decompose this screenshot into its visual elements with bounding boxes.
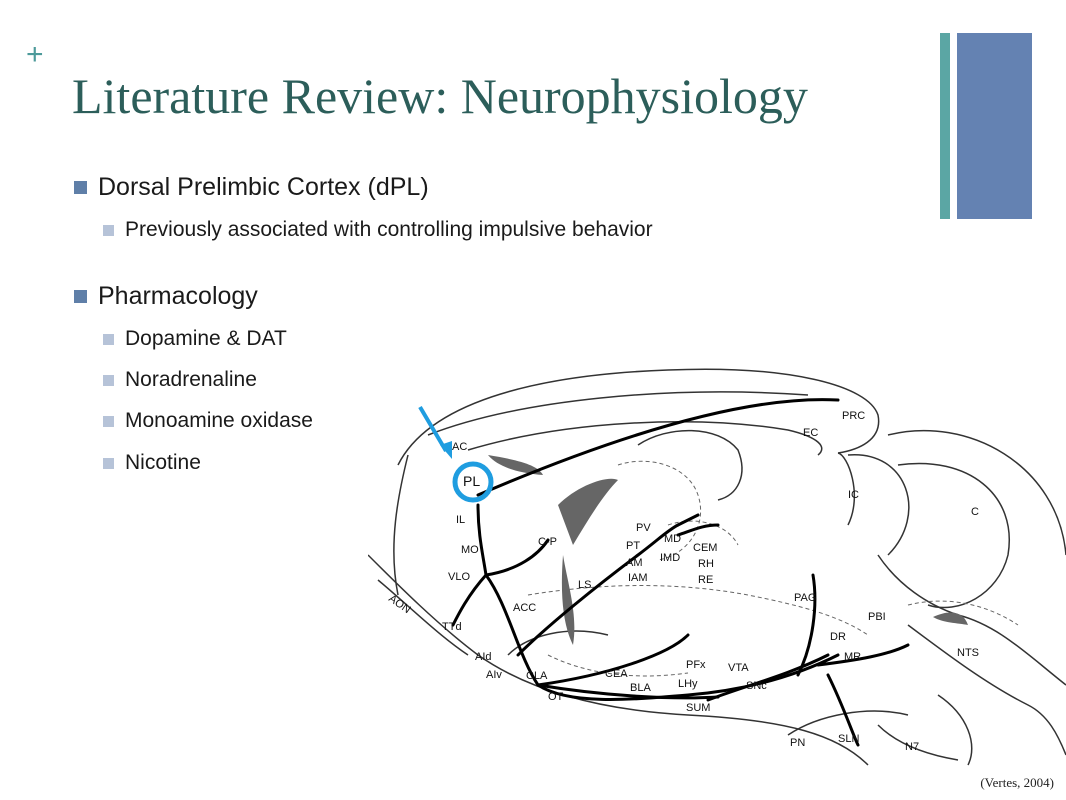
label-cea: CEA bbox=[605, 668, 628, 680]
label-imd: IMD bbox=[660, 552, 680, 564]
label-mo: MO bbox=[461, 544, 479, 556]
sub-bullet-label: Noradrenaline bbox=[125, 368, 257, 391]
sub-bullet: Noradrenaline bbox=[103, 367, 257, 393]
pl-arrow-head-icon bbox=[440, 441, 452, 459]
label-sum: SUM bbox=[686, 702, 710, 714]
label-vta: VTA bbox=[728, 662, 749, 674]
label-aiv: AIv bbox=[486, 669, 502, 681]
bullet-label: Pharmacology bbox=[98, 282, 258, 310]
label-dr: DR bbox=[830, 631, 846, 643]
label-bla: BLA bbox=[630, 682, 651, 694]
sub-bullet-label: Dopamine & DAT bbox=[125, 327, 287, 350]
label-cp: C-P bbox=[538, 536, 557, 548]
label-re: RE bbox=[698, 574, 713, 586]
slide-plus-mark: + bbox=[26, 38, 44, 71]
label-acc: ACC bbox=[513, 602, 536, 614]
slide-title: Literature Review: Neurophysiology bbox=[72, 68, 808, 124]
label-iam: IAM bbox=[628, 572, 648, 584]
label-sln: SLN bbox=[838, 733, 859, 745]
label-pt: PT bbox=[626, 540, 640, 552]
sub-bullet-label: Monoamine oxidase bbox=[125, 409, 313, 432]
sub-bullet: Previously associated with controlling i… bbox=[103, 217, 653, 243]
sub-bullet-square-icon bbox=[103, 458, 114, 469]
label-rh: RH bbox=[698, 558, 714, 570]
bullet-pharmacology: Pharmacology bbox=[74, 281, 258, 311]
label-il: IL bbox=[456, 514, 465, 526]
accent-bar-blue bbox=[957, 33, 1032, 219]
sub-bullet-square-icon bbox=[103, 225, 114, 236]
label-pv: PV bbox=[636, 522, 651, 534]
bullet-label: Dorsal Prelimbic Cortex (dPL) bbox=[98, 173, 429, 201]
label-prc: PRC bbox=[842, 410, 865, 422]
sub-bullet-label: Nicotine bbox=[125, 451, 201, 474]
sub-bullet-square-icon bbox=[103, 334, 114, 345]
label-ac: AC bbox=[452, 441, 467, 453]
label-ec: EC bbox=[803, 427, 818, 439]
label-ls: LS bbox=[578, 579, 591, 591]
label-snc: SNc bbox=[746, 680, 767, 692]
ventricle-shading bbox=[488, 455, 968, 645]
pl-arrow-icon bbox=[418, 405, 448, 453]
accent-bar-teal bbox=[940, 33, 950, 219]
label-ttd: TTd bbox=[442, 621, 462, 633]
citation: (Vertes, 2004) bbox=[980, 775, 1054, 790]
pl-highlight-circle bbox=[452, 461, 494, 503]
label-pn: PN bbox=[790, 737, 805, 749]
label-aid: AId bbox=[475, 651, 492, 663]
bullet-square-icon bbox=[74, 290, 87, 303]
label-lhy: LHy bbox=[678, 678, 698, 690]
brain-outline bbox=[368, 368, 1066, 766]
label-md: MD bbox=[664, 533, 681, 545]
sub-bullet: Nicotine bbox=[103, 450, 201, 476]
sub-bullet-label: Previously associated with controlling i… bbox=[125, 218, 653, 241]
region-labels: PL AC IL MO VLO AON TTd C-P LS ACC AId A… bbox=[386, 410, 979, 753]
label-mr: MR bbox=[844, 651, 861, 663]
label-c: C bbox=[971, 506, 979, 518]
brain-dashed-outline bbox=[527, 460, 1019, 677]
bullet-square-icon bbox=[74, 181, 87, 194]
label-ic: IC bbox=[848, 489, 859, 501]
projection-pathways bbox=[451, 398, 910, 747]
bullet-dpl: Dorsal Prelimbic Cortex (dPL) bbox=[74, 172, 429, 202]
label-cem: CEM bbox=[693, 542, 717, 554]
label-pag: PAG bbox=[794, 592, 816, 604]
label-nts: NTS bbox=[957, 647, 979, 659]
label-aon: AON bbox=[386, 593, 412, 617]
label-pfx: PFx bbox=[686, 659, 706, 671]
label-cla: CLA bbox=[526, 670, 548, 682]
sub-bullet: Monoamine oxidase bbox=[103, 408, 313, 434]
label-vlo: VLO bbox=[448, 571, 470, 583]
sub-bullet: Dopamine & DAT bbox=[103, 326, 287, 352]
label-pl: PL bbox=[463, 473, 480, 489]
brain-sagittal-diagram: PL AC IL MO VLO AON TTd C-P LS ACC AId A… bbox=[368, 368, 1066, 766]
pl-highlight bbox=[418, 405, 494, 503]
label-n7: N7 bbox=[905, 741, 919, 753]
sub-bullet-square-icon bbox=[103, 375, 114, 386]
label-pbi: PBI bbox=[868, 611, 886, 623]
label-ot: OT bbox=[548, 691, 564, 703]
sub-bullet-square-icon bbox=[103, 416, 114, 427]
label-am: AM bbox=[626, 557, 643, 569]
